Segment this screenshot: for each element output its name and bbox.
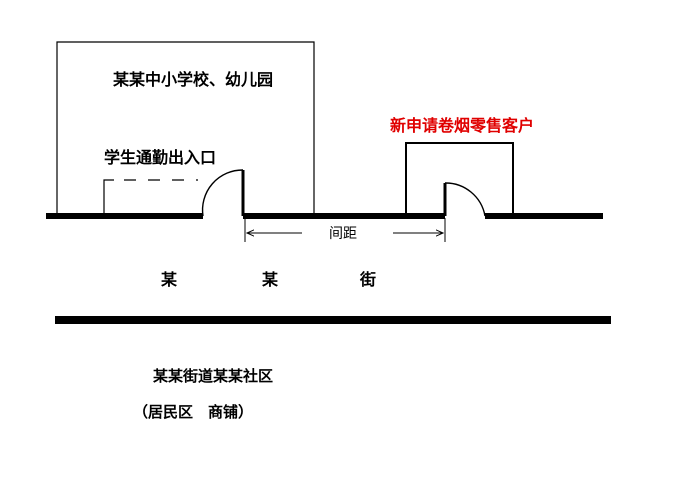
street-name-char-1: 某 xyxy=(160,270,178,289)
street-name-char-2: 某 xyxy=(261,270,279,289)
community-name: 某某街道某某社区 xyxy=(153,367,273,385)
community-note: （居民区 商铺） xyxy=(133,403,253,421)
school-name: 某某中小学校、幼儿园 xyxy=(112,70,273,89)
shop-door-swing xyxy=(444,182,486,217)
school-door-swing xyxy=(201,169,244,217)
shop-building-outline xyxy=(405,142,514,216)
entrance-gate-post xyxy=(103,179,114,216)
street-name-char-3: 街 xyxy=(359,270,376,289)
school-building-outline xyxy=(56,41,315,216)
school-entrance-label: 学生通勤出入口 xyxy=(104,148,216,167)
distance-label: 间距 xyxy=(329,226,357,242)
shop-label: 新申请卷烟零售客户 xyxy=(390,116,534,135)
